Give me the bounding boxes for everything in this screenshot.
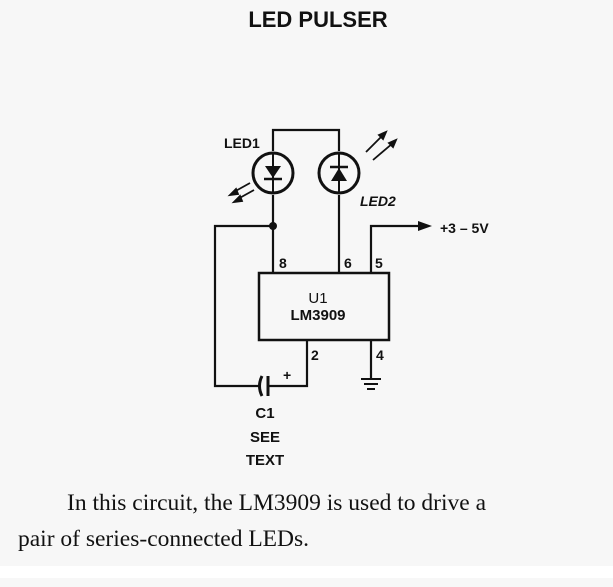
led2-symbol [317, 130, 398, 195]
led1-label: LED1 [224, 135, 260, 151]
supply-label: +3 – 5V [440, 220, 489, 236]
cap-note-see: SEE [250, 429, 280, 446]
pin-6-label: 6 [344, 255, 352, 271]
junction-dot [269, 222, 277, 230]
pin-5-label: 5 [375, 255, 383, 271]
diagram-title: LED PULSER [248, 7, 387, 32]
ic-lm3909-body [257, 271, 391, 342]
caption-line-2: pair of series-connected LEDs. [18, 526, 310, 552]
pin-8-label: 8 [279, 255, 287, 271]
cap-note-text: TEXT [246, 452, 284, 469]
capacitor-c1-symbol [258, 375, 270, 397]
caption-line-1: In this circuit, the LM3909 is used to d… [18, 485, 608, 521]
caption: In this circuit, the LM3909 is used to d… [18, 485, 608, 557]
cap-polarity-label: + [283, 367, 291, 383]
cap-ref-label: C1 [255, 405, 274, 422]
pin-2-label: 2 [311, 347, 319, 363]
ic-ref-label: U1 [308, 290, 327, 307]
led1-symbol [227, 151, 295, 204]
ic-part-label: LM3909 [290, 307, 345, 324]
wire-led-series [271, 128, 341, 151]
pin-4-label: 4 [376, 347, 384, 363]
ground-icon [361, 378, 381, 390]
light-emission-icon [365, 130, 398, 161]
led2-label: LED2 [360, 193, 396, 209]
wire-cap-pin2 [268, 340, 309, 388]
light-emission-icon [227, 182, 255, 204]
wire-feedback [213, 224, 273, 388]
supply-arrow-icon [418, 221, 432, 231]
page-margin-band [0, 566, 613, 578]
wire-supply [369, 224, 420, 273]
caption-text-1: In this circuit, the LM3909 is used to d… [67, 490, 487, 516]
wires [213, 128, 420, 388]
